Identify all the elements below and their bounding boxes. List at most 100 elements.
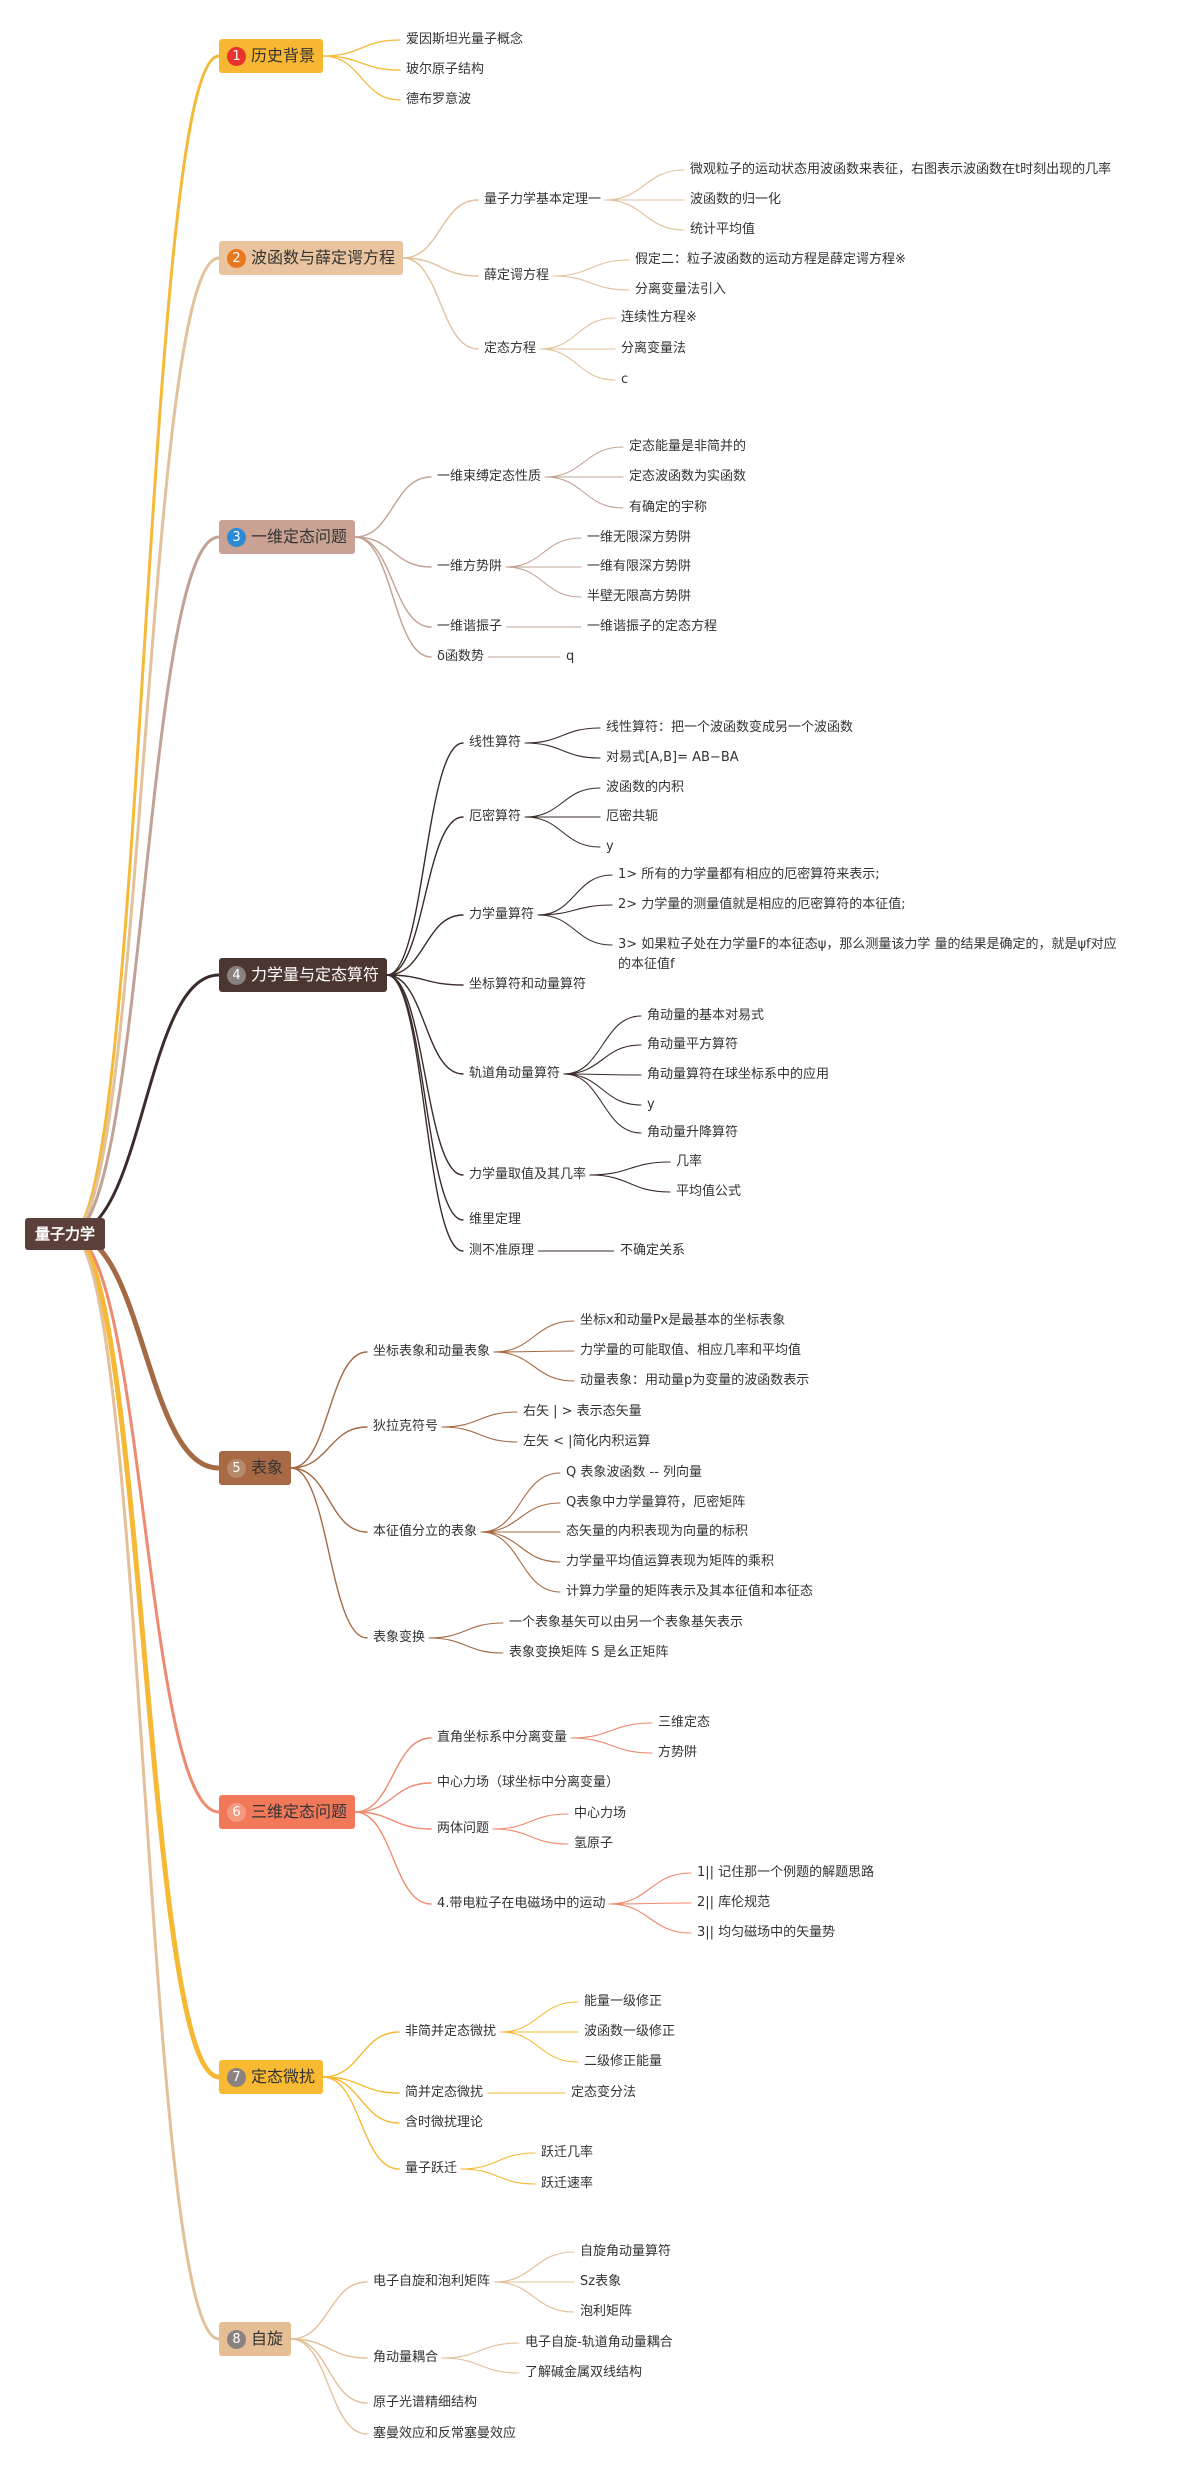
leaf-item[interactable]: 一维有限深方势阱 [587, 559, 692, 574]
sub-topic[interactable]: 坐标算符和动量算符 [469, 977, 587, 992]
sub-topic[interactable]: 4.带电粒子在电磁场中的运动 [437, 1896, 606, 1911]
sub-topic[interactable]: 力学量算符 [469, 907, 535, 922]
sub-topic[interactable]: 原子光谱精细结构 [373, 2395, 478, 2410]
leaf-item[interactable]: 一个表象基矢可以由另一个表象基矢表示 [509, 1615, 744, 1630]
sub-topic[interactable]: 表象变换 [373, 1630, 426, 1645]
leaf-item[interactable]: 角动量的基本对易式 [647, 1008, 765, 1023]
sub-topic[interactable]: 线性算符 [469, 735, 522, 750]
leaf-item[interactable]: 左矢 < |简化内积运算 [523, 1434, 651, 1449]
sub-topic[interactable]: 坐标表象和动量表象 [373, 1344, 491, 1359]
sub-topic[interactable]: 直角坐标系中分离变量 [437, 1730, 568, 1745]
leaf-item[interactable]: 有确定的宇称 [629, 500, 708, 515]
leaf-item[interactable]: 二级修正能量 [584, 2054, 663, 2069]
leaf-item[interactable]: 力学量的可能取值、相应几率和平均值 [580, 1343, 802, 1358]
leaf-item[interactable]: c [621, 372, 629, 387]
leaf-item[interactable]: 厄密共轭 [606, 809, 659, 824]
leaf-item[interactable]: 2|| 库伦规范 [697, 1895, 771, 1910]
sub-topic[interactable]: 电子自旋和泡利矩阵 [373, 2274, 491, 2289]
sub-topic[interactable]: 两体问题 [437, 1821, 490, 1836]
leaf-item[interactable]: 平均值公式 [676, 1184, 742, 1199]
leaf-item[interactable]: 1|| 记住那一个例题的解题思路 [697, 1865, 875, 1880]
sub-topic[interactable]: 维里定理 [469, 1212, 522, 1227]
leaf-item[interactable]: 方势阱 [658, 1745, 698, 1760]
leaf-item[interactable]: 氢原子 [574, 1836, 614, 1851]
sub-topic[interactable]: 测不准原理 [469, 1243, 535, 1258]
sub-topic[interactable]: 塞曼效应和反常塞曼效应 [373, 2426, 517, 2441]
leaf-item[interactable]: 跃迁几率 [541, 2145, 594, 2160]
leaf-item[interactable]: 半壁无限高方势阱 [587, 589, 692, 604]
leaf-item[interactable]: 角动量升降算符 [647, 1125, 739, 1140]
sub-topic[interactable]: 角动量耦合 [373, 2350, 439, 2365]
leaf-item[interactable]: 角动量平方算符 [647, 1037, 739, 1052]
leaf-item[interactable]: 右矢 | > 表示态矢量 [523, 1404, 642, 1419]
sub-topic[interactable]: 狄拉克符号 [373, 1419, 439, 1434]
sub-topic[interactable]: 厄密算符 [469, 809, 522, 824]
leaf-item[interactable]: 泡利矩阵 [580, 2304, 633, 2319]
leaf-item[interactable]: 了解碱金属双线结构 [525, 2365, 643, 2380]
root-node[interactable]: 量子力学 [25, 1218, 106, 1250]
leaf-item[interactable]: 定态能量是非简并的 [629, 439, 747, 454]
leaf-item[interactable]: 连续性方程※ [621, 310, 697, 325]
sub-topic[interactable]: 含时微扰理论 [405, 2115, 484, 2130]
sub-topic[interactable]: 中心力场（球坐标中分离变量） [437, 1775, 620, 1790]
leaf-item[interactable]: 分离变量法 [621, 341, 687, 356]
leaf-item[interactable]: 电子自旋-轨道角动量耦合 [525, 2335, 673, 2350]
leaf-item[interactable]: q [566, 649, 575, 664]
leaf-item[interactable]: 线性算符：把一个波函数变成另一个波函数 [606, 720, 854, 735]
leaf-item[interactable]: 力学量平均值运算表现为矩阵的乘积 [566, 1554, 775, 1569]
sub-topic[interactable]: 一维方势阱 [437, 559, 503, 574]
sub-topic[interactable]: 定态方程 [484, 341, 537, 356]
leaf-item[interactable]: 统计平均值 [690, 222, 756, 237]
leaf-item[interactable]: 波函数一级修正 [584, 2024, 676, 2039]
sub-topic[interactable]: 力学量取值及其几率 [469, 1167, 587, 1182]
leaf-item[interactable]: Q表象中力学量算符，厄密矩阵 [566, 1495, 746, 1510]
leaf-item[interactable]: 坐标x和动量Px是最基本的坐标表象 [580, 1313, 786, 1328]
leaf-item[interactable]: 三维定态 [658, 1715, 711, 1730]
leaf-item[interactable]: 中心力场 [574, 1806, 627, 1821]
leaf-item[interactable]: 对易式[A,B]= AB−BA [606, 750, 739, 765]
sub-topic[interactable]: δ函数势 [437, 649, 484, 664]
leaf-item[interactable]: 3> 如果粒子处在力学量F的本征态ψ，那么测量该力学 量的结果是确定的，就是ψf… [618, 937, 1117, 972]
leaf-item[interactable]: 德布罗意波 [406, 92, 472, 107]
leaf-item[interactable]: 玻尔原子结构 [406, 62, 485, 77]
leaf-item[interactable]: 微观粒子的运动状态用波函数来表征，右图表示波函数在t时刻出现的几率 [690, 162, 1112, 177]
leaf-item[interactable]: Q 表象波函数 -- 列向量 [566, 1465, 703, 1480]
leaf-item[interactable]: 爱因斯坦光量子概念 [406, 32, 524, 47]
leaf-item[interactable]: 不确定关系 [620, 1243, 686, 1258]
leaf-item[interactable]: 能量一级修正 [584, 1994, 663, 2009]
sub-topic[interactable]: 简并定态微扰 [405, 2085, 484, 2100]
leaf-item[interactable]: y [606, 839, 614, 854]
leaf-item[interactable]: 1> 所有的力学量都有相应的厄密算符来表示; [618, 867, 880, 882]
leaf-item[interactable]: 波函数的归一化 [690, 192, 782, 207]
sub-topic[interactable]: 量子跃迁 [405, 2161, 458, 2176]
leaf-item[interactable]: 表象变换矩阵 S 是幺正矩阵 [509, 1645, 669, 1660]
leaf-item[interactable]: 定态变分法 [571, 2085, 637, 2100]
leaf-item[interactable]: Sz表象 [580, 2274, 622, 2289]
sub-topic[interactable]: 薛定谔方程 [484, 268, 550, 283]
leaf-item[interactable]: 自旋角动量算符 [580, 2244, 672, 2259]
sub-topic[interactable]: 量子力学基本定理一 [484, 192, 602, 207]
leaf-item[interactable]: 分离变量法引入 [635, 282, 727, 297]
leaf-item[interactable]: 一维无限深方势阱 [587, 530, 692, 545]
sub-topic[interactable]: 本征值分立的表象 [373, 1524, 478, 1539]
leaf-item[interactable]: 定态波函数为实函数 [629, 469, 747, 484]
leaf-item[interactable]: 动量表象：用动量p为变量的波函数表示 [580, 1373, 810, 1388]
sub-topic[interactable]: 一维束缚定态性质 [437, 469, 542, 484]
leaf-item[interactable]: 跃迁速率 [541, 2176, 594, 2191]
sub-topic[interactable]: 非简并定态微扰 [405, 2024, 497, 2039]
leaf-item[interactable]: 波函数的内积 [606, 780, 685, 795]
leaf-item[interactable]: 一维谐振子的定态方程 [587, 619, 718, 634]
sub-topic[interactable]: 轨道角动量算符 [469, 1066, 561, 1081]
leaf-item[interactable]: 2> 力学量的测量值就是相应的厄密算符的本征值; [618, 897, 906, 912]
leaf-item[interactable]: 几率 [676, 1154, 703, 1169]
leaf-item[interactable]: 计算力学量的矩阵表示及其本征值和本征态 [566, 1584, 814, 1599]
leaf-item[interactable]: 角动量算符在球坐标系中的应用 [647, 1067, 830, 1082]
